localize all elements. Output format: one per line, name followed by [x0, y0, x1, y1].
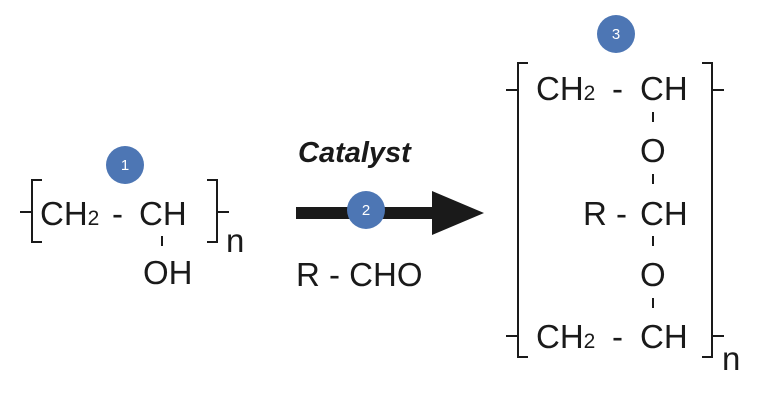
product-top-ch2-label: CH: [536, 70, 584, 107]
product-n: n: [722, 340, 740, 377]
reactant-n: n: [226, 222, 244, 259]
badge-3-number: 3: [612, 26, 620, 43]
product-bottom-ch2: CH2: [536, 318, 595, 355]
product-top-ch2-subscript: 2: [584, 82, 596, 105]
reagent-label: R - CHO: [296, 256, 423, 293]
product-right-bracket: [702, 62, 713, 358]
badge-2-circle: [347, 191, 385, 229]
product-top-ch2: CH2: [536, 70, 595, 107]
product-bottom-dash: -: [612, 318, 623, 355]
reactant-ch2-label: CH: [40, 195, 88, 232]
product-o-upper: O: [640, 132, 666, 169]
reactant-ch2-subscript: 2: [88, 207, 100, 230]
badge-1: 1: [106, 146, 144, 184]
product-middle-ch: CH: [640, 195, 688, 232]
reactant-dash: -: [112, 195, 123, 232]
badge-2-number: 2: [362, 202, 370, 219]
reactant-right-bracket: [207, 179, 218, 243]
badge-2: 2: [347, 191, 385, 229]
arrow-head: [432, 191, 484, 235]
product-structure: CH2 - CH O R - CH O CH2 - CH n: [506, 62, 740, 377]
reactant-ch: CH: [139, 195, 187, 232]
product-bottom-ch: CH: [640, 318, 688, 355]
catalyst-label: Catalyst: [298, 137, 412, 169]
product-top-ch: CH: [640, 70, 688, 107]
reaction-conditions: Catalyst R - CHO: [296, 137, 484, 293]
product-bottom-ch2-label: CH: [536, 318, 584, 355]
reactant-structure: CH2 - CH OH n: [20, 179, 244, 291]
reactant-oh: OH: [143, 254, 193, 291]
badge-1-circle: [106, 146, 144, 184]
product-o-lower: O: [640, 256, 666, 293]
product-r-dash: R -: [583, 195, 627, 232]
badge-3-circle: [597, 15, 635, 53]
product-bottom-ch2-subscript: 2: [584, 330, 596, 353]
reactant-ch2: CH2: [40, 195, 99, 232]
badge-3: 3: [597, 15, 635, 53]
badge-1-number: 1: [121, 157, 129, 174]
product-top-dash: -: [612, 70, 623, 107]
product-left-bracket: [517, 62, 528, 358]
